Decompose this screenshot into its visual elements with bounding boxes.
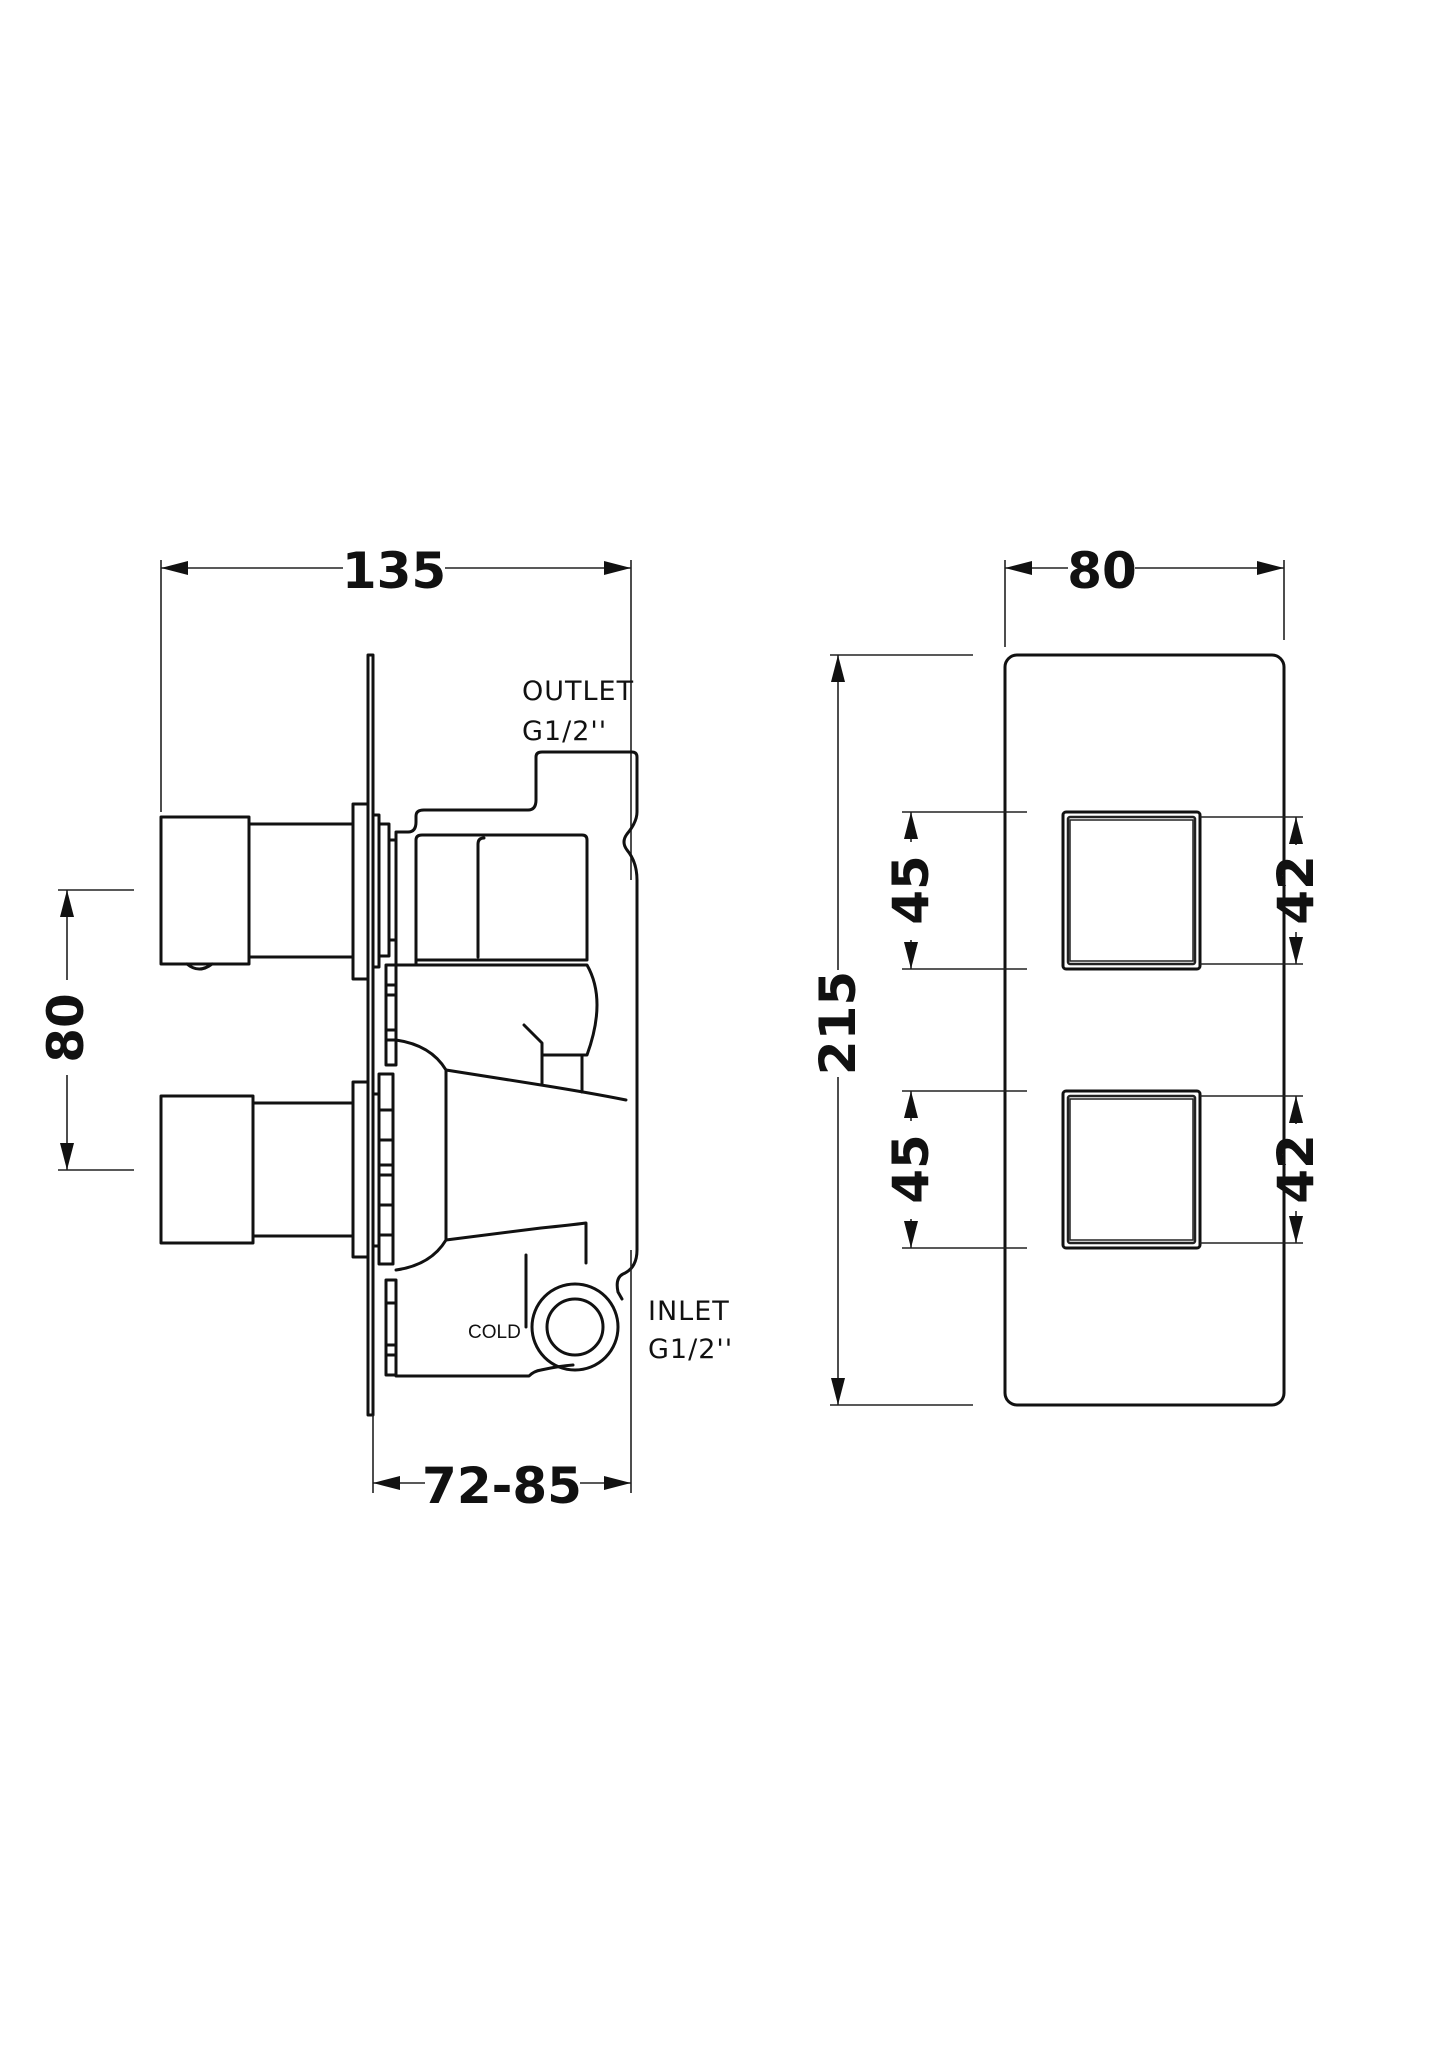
outlet-label: OUTLET <box>522 676 634 707</box>
dim-upper-45-label: 45 <box>882 855 940 925</box>
valve-body <box>394 750 639 1378</box>
lower-handle-side <box>159 1072 395 1266</box>
outlet-thread-label: G1/2'' <box>522 716 607 747</box>
dimension-wall-depth: 72-85 <box>372 1250 632 1515</box>
dimension-upper-handle-inner: 42 <box>1200 816 1325 965</box>
dim-80-width-label: 80 <box>1067 542 1137 600</box>
inlet-thread-label: G1/2'' <box>648 1334 733 1365</box>
side-view: 135 <box>37 542 733 1515</box>
inlet-pipe <box>530 1282 620 1372</box>
wall-plate <box>366 653 375 1417</box>
dim-135-label: 135 <box>342 542 446 600</box>
cold-label: COLD <box>468 1322 521 1343</box>
dim-72-85-label: 72-85 <box>422 1457 582 1515</box>
dimension-overall-depth: 135 <box>160 542 632 880</box>
dim-215-label: 215 <box>809 971 867 1075</box>
body-spacers <box>384 963 398 1377</box>
dim-lower-45-label: 45 <box>882 1134 940 1204</box>
dim-upper-42-label: 42 <box>1267 855 1325 925</box>
dim-80-spacing-label: 80 <box>37 993 95 1063</box>
upper-handle-front[interactable] <box>1061 810 1202 971</box>
lower-handle-front[interactable] <box>1061 1089 1202 1250</box>
cover-plate <box>1003 653 1286 1407</box>
dimension-handle-spacing: 80 <box>37 889 134 1171</box>
dim-lower-42-label: 42 <box>1267 1134 1325 1204</box>
upper-handle-side <box>159 802 398 981</box>
front-view: 80 215 <box>809 542 1325 1407</box>
dimension-plate-height: 215 <box>809 654 973 1406</box>
dimension-lower-handle-inner: 42 <box>1200 1095 1325 1244</box>
dimension-plate-width: 80 <box>1004 542 1285 647</box>
dimension-lower-handle-outer: 45 <box>882 1090 1027 1249</box>
dimension-upper-handle-outer: 45 <box>882 811 1027 970</box>
inlet-label: INLET <box>648 1296 730 1327</box>
